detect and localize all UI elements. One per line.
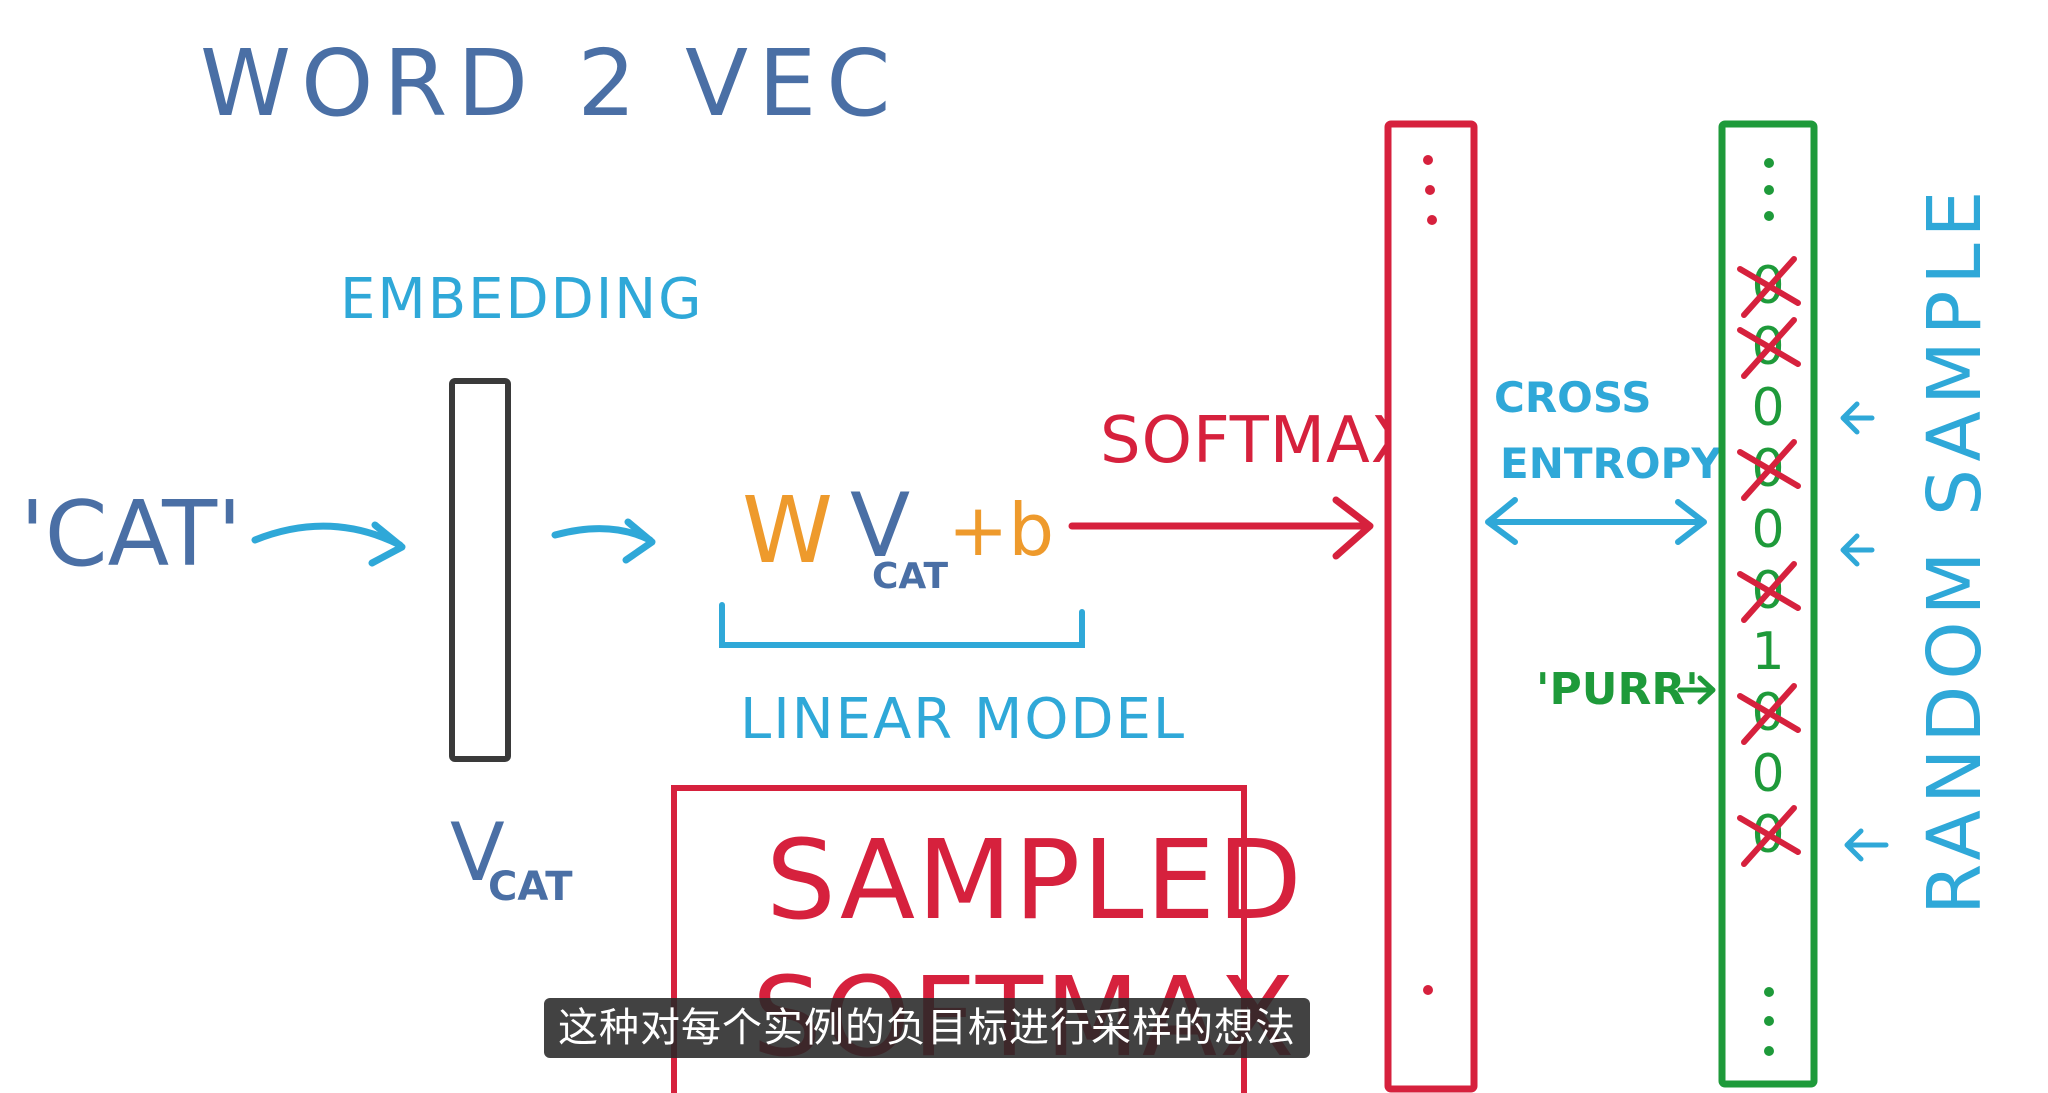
linear-model-label: LINEAR MODEL [740,687,1186,752]
target-entry: 1 [1751,622,1784,682]
sample-arrow [1844,828,1889,862]
softmax-dot [1427,215,1437,225]
softmax-dot [1425,185,1435,195]
softmax-label: SOFTMAX [1100,404,1416,478]
v-cat-sub: CAT [488,864,573,910]
sample-arrow [1840,401,1875,435]
target-dot [1764,1016,1774,1026]
embedding-vector-box [449,378,511,762]
arrow-cat-to-embedding-head [368,521,406,567]
softmax-dot [1423,155,1433,165]
purr-label: 'PURR' [1536,664,1699,715]
target-entry-cross [1737,805,1801,867]
subtitle-caption: 这种对每个实例的负目标进行采样的想法 [544,998,1310,1058]
subtitle-text: 这种对每个实例的负目标进行采样的想法 [558,1005,1296,1051]
sampled-softmax-text-1: SAMPLED [766,816,1304,944]
cross-entropy-arrow-head-left [1485,497,1518,545]
target-dot [1764,158,1774,168]
cat-word: 'CAT' [20,482,242,587]
target-entry: 0 [1751,744,1784,804]
random-sample-label: RANDOM SAMPLE [1912,185,1998,915]
target-dot [1764,987,1774,997]
target-entry-cross [1737,317,1801,379]
embedding-label: EMBEDDING [340,267,704,332]
target-entry-cross [1737,683,1801,745]
softmax-output-vector [1384,120,1478,1093]
diagram-title: WORD 2 VEC [200,30,900,137]
linear-w: W [742,477,833,584]
linear-v: V [850,474,910,577]
sample-arrow [1840,533,1875,567]
linear-plus-b: +b [948,488,1054,572]
target-dot [1764,1046,1774,1056]
linear-v-sub: CAT [872,556,948,597]
target-dot [1764,211,1774,221]
softmax-dot [1423,985,1433,995]
target-vector-box [1718,120,1818,1088]
arrow-cat-to-embedding [251,522,404,549]
purr-arrow-head [1697,675,1716,705]
softmax-arrow-head [1332,496,1374,560]
cross-entropy-label-1: CROSS [1494,373,1651,422]
target-dot [1764,185,1774,195]
cross-entropy-label-2: ENTROPY [1500,439,1722,488]
target-entry-cross [1737,256,1801,318]
target-entry-cross [1737,561,1801,623]
linear-model-bracket [719,602,1085,648]
arrow-embedding-to-linear-head [622,518,656,564]
target-entry: 0 [1751,500,1784,560]
target-entry-cross [1737,439,1801,501]
v-cat-main: V [450,806,505,899]
target-entry: 0 [1751,378,1784,438]
cross-entropy-arrow-head-right [1675,499,1707,545]
